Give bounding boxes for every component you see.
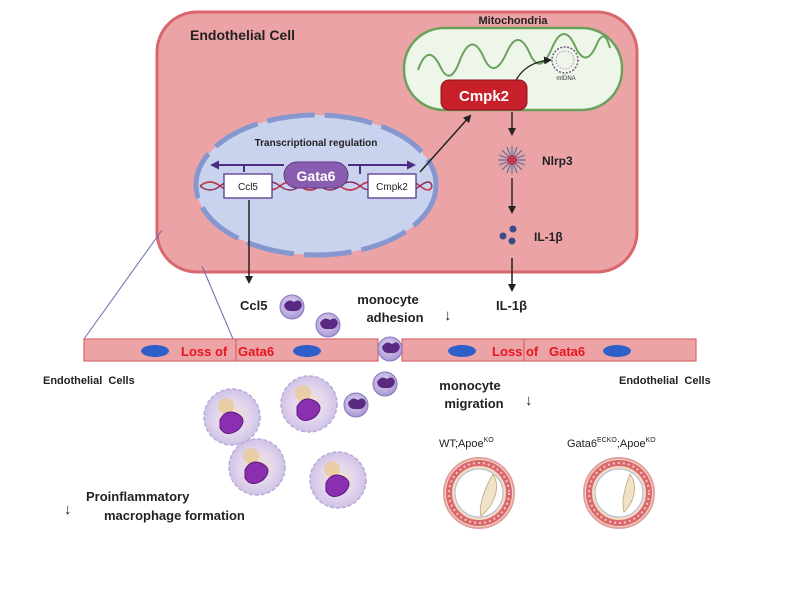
macrophage-1 — [203, 388, 261, 446]
cmpk2-to-mtdna-arrow — [514, 56, 552, 83]
gata6-ecko-apoe-label: Gata6ECKO;ApoeKO — [567, 437, 656, 450]
monocyte-2 — [315, 312, 341, 338]
migration-down-arrow: ↓ — [525, 392, 533, 409]
monocyte-adhesion-line2: adhesion — [366, 310, 423, 325]
monocyte-3 — [377, 336, 403, 362]
mtdna-inner-icon — [555, 50, 575, 70]
nlrp3-icon — [498, 146, 526, 174]
endothelial-cells-left-label: Endothelial Cells — [43, 375, 135, 387]
cmpk2-protein-box — [440, 79, 528, 111]
monocyte-adhesion-line1: monocyte — [357, 292, 418, 307]
il1b-secreted-label: IL-1β — [496, 298, 527, 313]
endothelium-layer: Loss of Gata6 Loss of Gata6 — [83, 338, 697, 362]
plaque-wt — [479, 473, 498, 517]
loss-left-prefix: Loss of — [181, 344, 228, 359]
monocyte-migration-line2: migration — [444, 396, 503, 411]
gata6-label: Gata6 — [297, 168, 336, 184]
mitochondria-label: Mitochondria — [478, 15, 548, 27]
macrophage-4 — [309, 451, 367, 509]
artery-wt — [443, 457, 515, 529]
endothelial-cells-right-label: Endothelial Cells — [619, 375, 711, 387]
nucleus: Transcriptional regulation Ccl5 Cmpk2 Ga… — [193, 112, 439, 258]
adhesion-down-arrow: ↓ — [444, 307, 452, 324]
mitochondria-cristae — [417, 33, 611, 77]
cmpk2-gene-label: Cmpk2 — [376, 182, 408, 193]
loss-left-gene: Gata6 — [238, 344, 274, 359]
monocyte-5 — [343, 392, 369, 418]
cmpk2-protein: Cmpk2 — [440, 79, 528, 111]
mtdna-label: mtDNA — [556, 76, 575, 82]
endothelial-nucleus-3 — [448, 345, 476, 357]
monocytes — [279, 294, 403, 418]
cmpk2-translation-arrow — [419, 114, 472, 173]
zoom-line-left — [83, 229, 163, 340]
endothelial-nucleus-4 — [603, 345, 631, 357]
cmpk2-protein-label: Cmpk2 — [459, 88, 509, 105]
plaque-ko — [622, 472, 635, 513]
wt-apoe-label: WT;ApoeKO — [439, 437, 494, 450]
monocyte-1 — [279, 294, 305, 320]
macrophage-line2: macrophage formation — [104, 508, 245, 523]
cmpk2-gene-box — [367, 173, 417, 199]
nlrp3-label: Nlrp3 — [542, 154, 573, 168]
il1b-icon — [499, 225, 517, 245]
loss-right-gene: Gata6 — [549, 344, 585, 359]
ccl5-gene-box — [223, 173, 273, 199]
loss-right-prefix: Loss of — [492, 344, 539, 359]
gata6-factor — [283, 161, 349, 189]
monocyte-migration-line1: monocyte — [439, 378, 500, 393]
zoom-line-right — [201, 265, 234, 340]
macrophage-line1: Proinflammatory — [86, 489, 190, 504]
transcription-label: Transcriptional regulation — [255, 138, 378, 149]
il1b-label-cell: IL-1β — [534, 230, 563, 244]
ccl5-gene-label: Ccl5 — [238, 182, 258, 193]
macrophage-down-arrow: ↓ — [64, 501, 72, 518]
endothelial-nucleus-2 — [293, 345, 321, 357]
macrophages — [203, 375, 367, 509]
endothelial-nucleus-1 — [141, 345, 169, 357]
ccl5-secreted-label: Ccl5 — [240, 298, 267, 313]
monocyte-4 — [372, 371, 398, 397]
macrophage-3 — [228, 438, 286, 496]
artery-ko — [583, 457, 655, 529]
mtdna-icon — [551, 46, 579, 74]
macrophage-2 — [280, 375, 338, 433]
cell-title: Endothelial Cell — [190, 27, 295, 43]
